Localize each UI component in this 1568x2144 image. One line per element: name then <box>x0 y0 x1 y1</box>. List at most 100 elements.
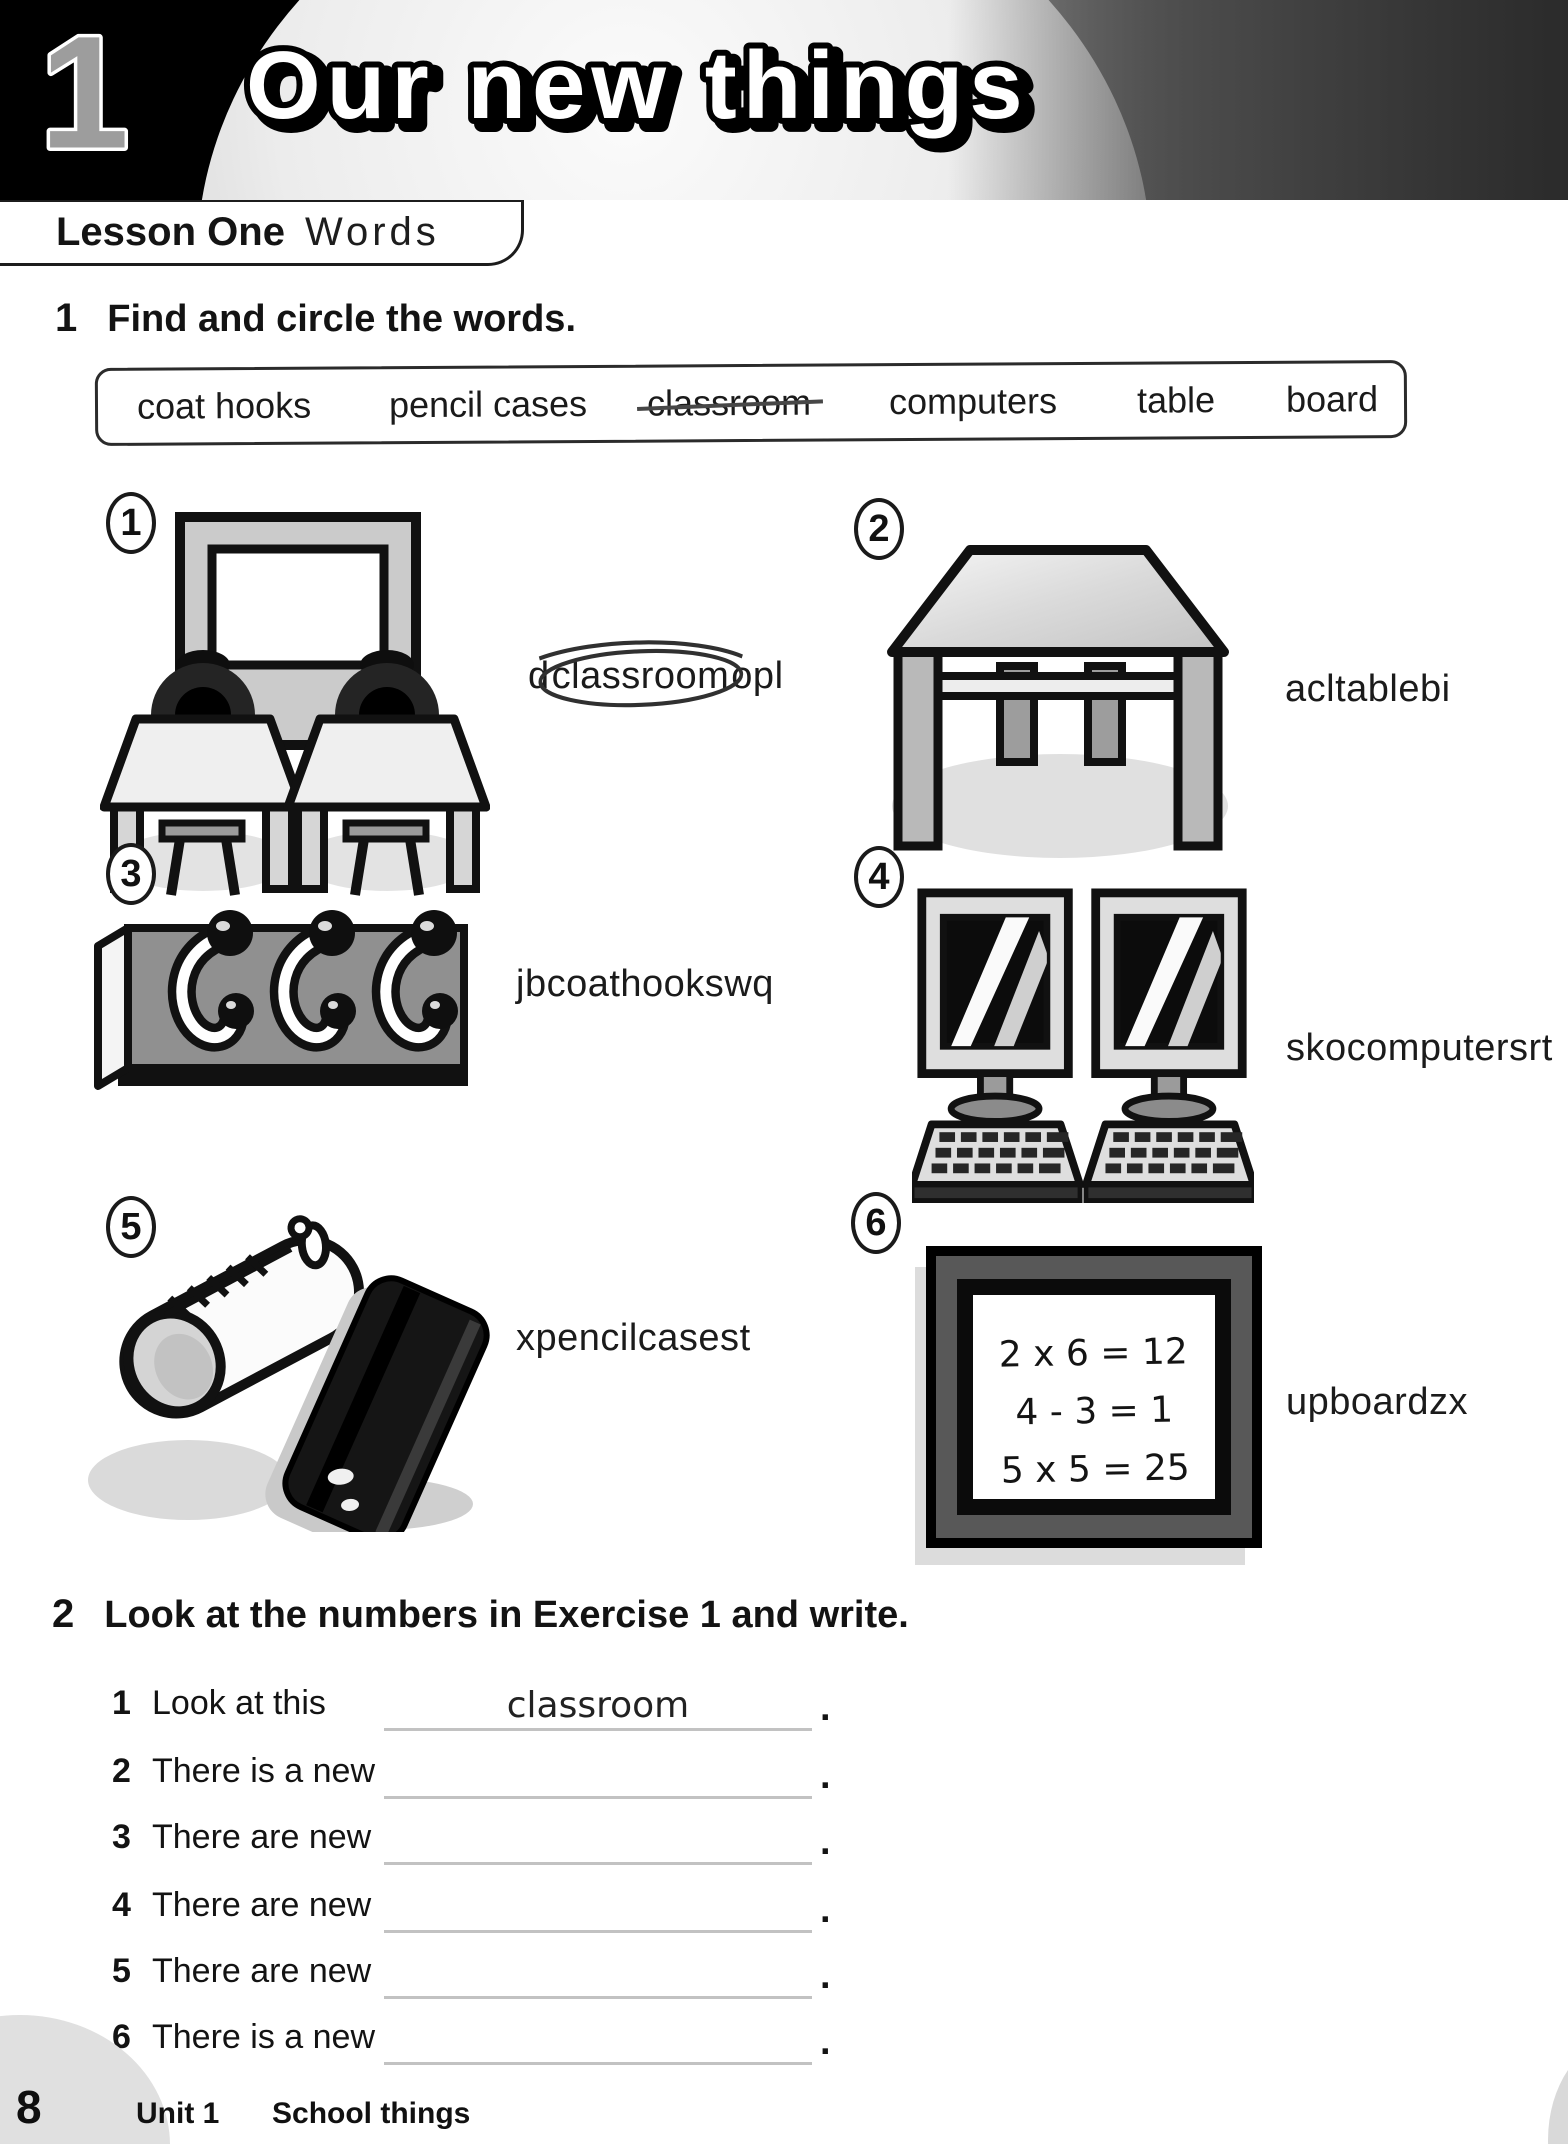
item-number: 2 <box>868 507 890 550</box>
line-number: 1 <box>112 1684 131 1722</box>
exercise1-number: 1 <box>55 296 78 340</box>
puzzle-word-board: upboardzx <box>1286 1381 1468 1424</box>
lesson-name: Lesson One <box>56 210 285 254</box>
item-number-badge: 6 <box>851 1192 901 1254</box>
page-number: 8 <box>16 2081 42 2133</box>
puzzle-word-pencil-cases: xpencilcasest <box>516 1317 751 1360</box>
item-number-badge: 4 <box>854 846 904 908</box>
line-prompt: Look at this <box>152 1684 326 1722</box>
answer-blank <box>384 2018 812 2065</box>
puzzle-prefix: jb <box>516 963 547 1005</box>
footer-unit-label: Unit 1 <box>136 2097 220 2130</box>
bank-word-table: table <box>1136 379 1216 421</box>
item-number: 4 <box>868 855 890 898</box>
write-line-1: 1 Look at this classroom . <box>112 1684 872 1732</box>
hand-drawn-circle <box>538 640 743 708</box>
svg-text:2 x 6 = 12: 2 x 6 = 12 <box>999 1331 1189 1375</box>
exercise2-number: 2 <box>52 1592 75 1636</box>
lesson-topic: Words <box>304 210 440 254</box>
puzzle-answer: computers <box>1346 1027 1529 1069</box>
puzzle-word-computers: skocomputersrt <box>1286 1027 1553 1070</box>
svg-text:1: 1 <box>40 3 129 182</box>
unit-number: 1 <box>37 0 133 185</box>
puzzle-prefix: sko <box>1286 1027 1347 1069</box>
bank-word-coat-hooks: coat hooks <box>136 384 312 427</box>
table-illustration <box>880 538 1236 863</box>
bank-word-classroom: classroom <box>646 381 812 424</box>
exercise2-heading: 2 Look at the numbers in Exercise 1 and … <box>52 1592 909 1637</box>
classroom-illustration <box>100 505 490 900</box>
item-number: 5 <box>120 1205 142 1248</box>
header-dark-shading <box>948 0 1568 200</box>
svg-text:Our new things: Our new things <box>254 38 1037 145</box>
puzzle-suffix: rt <box>1528 1027 1553 1069</box>
page-title: Our new things Our new things <box>240 26 1039 153</box>
puzzle-word-coat-hooks: jbcoathookswq <box>516 963 774 1006</box>
puzzle-prefix: acl <box>1285 668 1336 710</box>
item-number: 1 <box>120 501 142 544</box>
svg-text:4 - 3 = 1: 4 - 3 = 1 <box>1015 1390 1173 1434</box>
puzzle-suffix: zx <box>1428 1381 1468 1423</box>
answer-blank <box>384 1952 812 1999</box>
line-number: 5 <box>112 1952 131 1990</box>
item-number: 6 <box>865 1201 887 1244</box>
answer-blank <box>384 1886 812 1933</box>
puzzle-word-table: acltablebi <box>1285 668 1451 711</box>
item-number-badge: 1 <box>106 492 156 554</box>
handwritten-answer: classroom <box>506 1685 690 1726</box>
line-prompt: There are new <box>152 1952 372 1990</box>
lesson-tab: Lesson One Words <box>0 200 524 266</box>
coat-hooks-illustration <box>88 898 503 1093</box>
line-number: 2 <box>112 1752 131 1790</box>
item-number-badge: 2 <box>854 498 904 560</box>
item-number-badge: 3 <box>106 843 156 905</box>
pencil-cases-illustration <box>88 1212 503 1532</box>
bank-word-pencil-cases: pencil cases <box>388 383 588 426</box>
page-header: 1 Our new things Our new things <box>0 0 1568 200</box>
answer-blank <box>384 1818 812 1865</box>
exercise1-instruction: Find and circle the words. <box>107 298 576 340</box>
write-line-2: 2 There is a new . <box>112 1752 872 1800</box>
computers-illustration <box>912 888 1254 1225</box>
puzzle-answer: coathooks <box>546 963 725 1005</box>
exercise2-instruction: Look at the numbers in Exercise 1 and wr… <box>104 1594 909 1636</box>
write-line-5: 5 There are new . <box>112 1952 872 2000</box>
puzzle-suffix: bi <box>1419 668 1451 710</box>
bank-word-board: board <box>1285 378 1379 420</box>
svg-text:5 x 5 = 25: 5 x 5 = 25 <box>1001 1447 1191 1491</box>
item-number: 3 <box>120 852 142 895</box>
puzzle-suffix: t <box>739 1317 751 1359</box>
answer-blank <box>384 1752 812 1799</box>
puzzle-prefix: d <box>528 655 550 697</box>
board-illustration: 2 x 6 = 12 4 - 3 = 1 5 x 5 = 25 <box>915 1245 1267 1570</box>
write-line-4: 4 There are new . <box>112 1886 872 1934</box>
line-prompt: There is a new <box>152 1752 375 1790</box>
puzzle-answer: table <box>1335 668 1420 710</box>
line-period: . <box>820 1755 831 1797</box>
puzzle-answer: board <box>1329 1381 1429 1423</box>
line-period: . <box>820 1889 831 1931</box>
write-line-6: 6 There is a new . <box>112 2018 872 2066</box>
line-number: 4 <box>112 1886 131 1924</box>
word-bank: coat hooks pencil cases classroom comput… <box>94 359 1408 447</box>
line-number: 3 <box>112 1818 131 1856</box>
svg-text:Our new things: Our new things <box>246 32 1029 139</box>
footer-unit-title: School things <box>272 2097 471 2130</box>
corner-decoration-right <box>1548 2040 1568 2144</box>
puzzle-prefix: up <box>1286 1381 1330 1423</box>
answer-blank: classroom <box>384 1684 812 1731</box>
puzzle-answer: pencilcases <box>535 1317 740 1359</box>
puzzle-prefix: x <box>516 1317 536 1359</box>
line-period: . <box>820 2021 831 2063</box>
item-number-badge: 5 <box>106 1196 156 1258</box>
line-period: . <box>820 1821 831 1863</box>
line-prompt: There is a new <box>152 2018 375 2056</box>
line-prompt: There are new <box>152 1818 372 1856</box>
line-period: . <box>820 1687 831 1729</box>
bank-word-computers: computers <box>888 380 1058 423</box>
puzzle-suffix: wq <box>724 963 774 1005</box>
line-prompt: There are new <box>152 1886 372 1924</box>
board-sums: 2 x 6 = 12 4 - 3 = 1 5 x 5 = 25 <box>999 1331 1191 1491</box>
